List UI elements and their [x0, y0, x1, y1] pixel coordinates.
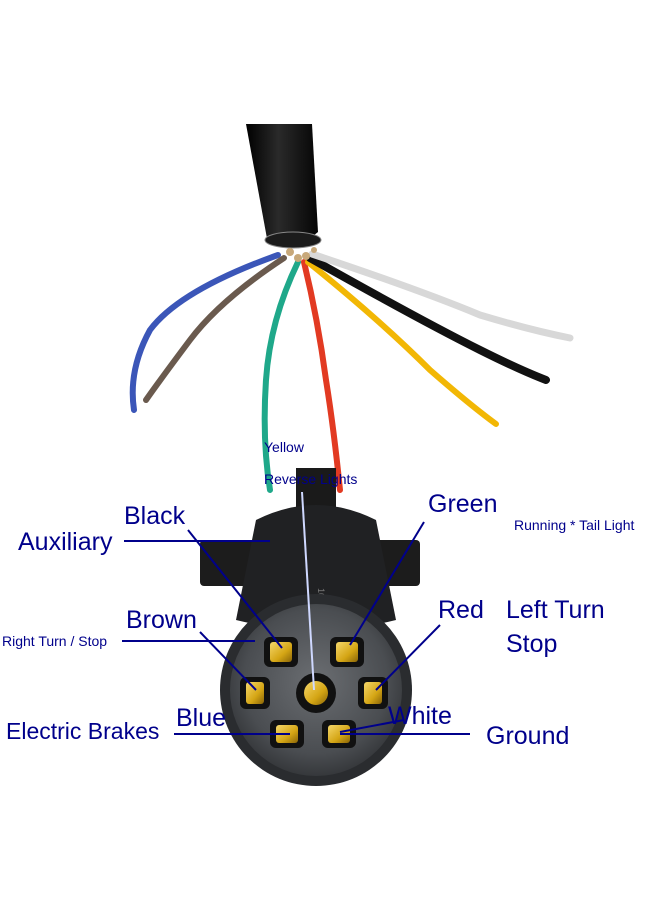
label-left-turn: Left Turn [506, 596, 605, 624]
plug-tab-left [200, 540, 260, 586]
label-running-tail-light: Running * Tail Light [514, 517, 635, 533]
label-reverse-lights: Reverse Lights [264, 471, 358, 487]
label-yellow: Yellow [264, 439, 304, 455]
wire-yellow [305, 259, 499, 427]
label-red: Red [438, 596, 484, 624]
wire-blue [129, 252, 281, 413]
cable-sheath [246, 124, 318, 245]
label-ground: Ground [486, 722, 570, 750]
leader-line-reverse [301, 491, 315, 691]
wire-white [308, 250, 574, 342]
label-auxiliary: Auxiliary [18, 528, 113, 556]
label-right-turn-stop: Right Turn / Stop [2, 633, 108, 649]
wire-red [301, 259, 343, 493]
cable-end [264, 231, 322, 249]
wire-black [306, 254, 550, 384]
label-stop: Stop [506, 630, 558, 658]
wire-brown [143, 255, 287, 403]
label-blue: Blue [176, 704, 227, 732]
label-brown: Brown [126, 606, 197, 634]
label-green: Green [428, 490, 498, 518]
wire-tips [286, 247, 317, 262]
pin-sockets [240, 637, 388, 748]
wire-green [261, 259, 301, 493]
label-white: White [388, 702, 452, 730]
label-black: Black [124, 502, 186, 530]
plug-body [236, 505, 396, 630]
label-electric-brakes: Electric Brakes [6, 718, 160, 744]
leader-lines [122, 521, 470, 735]
